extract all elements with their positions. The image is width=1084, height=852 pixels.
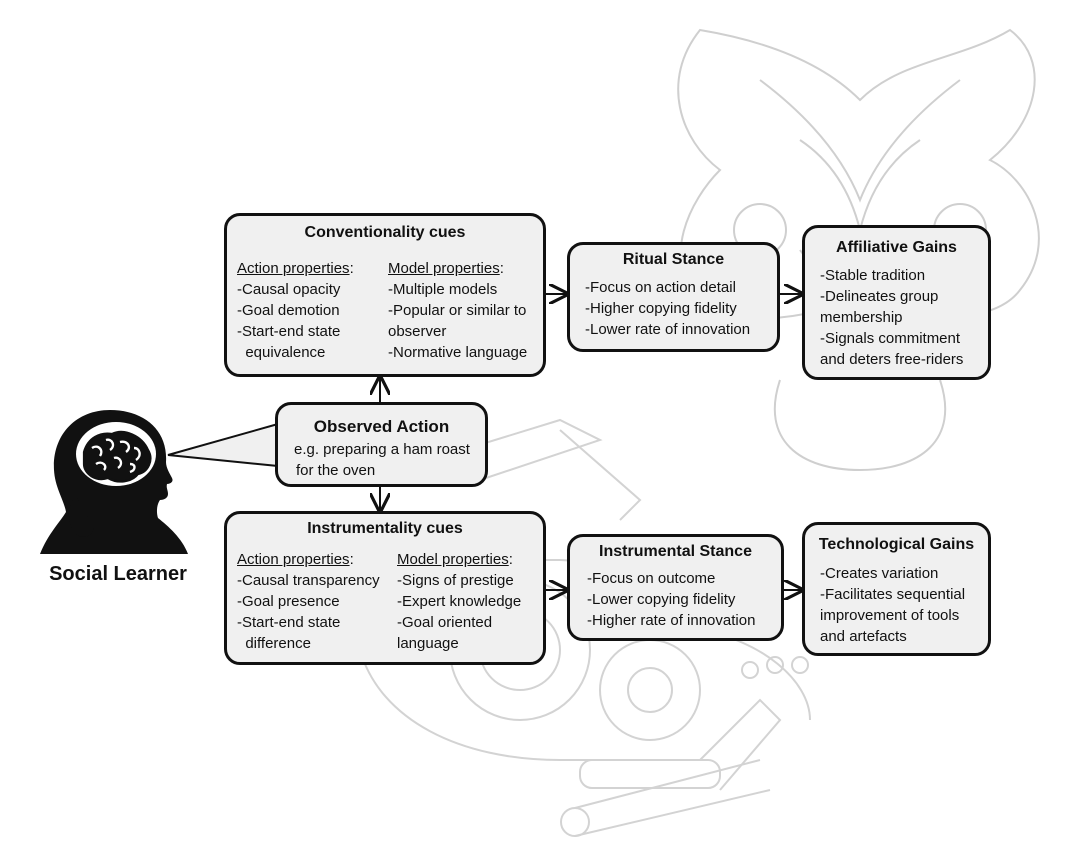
list-item: -Signs of prestige bbox=[397, 572, 514, 589]
observed-action-title: Observed Action bbox=[313, 417, 450, 436]
list-item: -Creates variation bbox=[820, 565, 939, 582]
list-item: -Normative language bbox=[388, 344, 528, 361]
list-item: and artefacts bbox=[820, 628, 907, 645]
technological-gains-box: Technological Gains -Creates variation -… bbox=[802, 522, 991, 656]
affiliative-gains-title: Affiliative Gains bbox=[836, 239, 957, 256]
list-item: -Start-end state bbox=[237, 614, 341, 631]
technological-gains-title: Technological Gains bbox=[818, 536, 975, 553]
action-properties-header: Action properties bbox=[237, 260, 350, 277]
conventionality-cues-box: Conventionality cues Action properties: … bbox=[224, 213, 546, 377]
conventionality-cues-title: Conventionality cues bbox=[304, 224, 466, 241]
observed-action-line: for the oven bbox=[296, 462, 376, 479]
list-item: -Causal opacity bbox=[237, 281, 341, 298]
list-item: -Lower rate of innovation bbox=[585, 321, 751, 338]
list-item: -Stable tradition bbox=[820, 267, 926, 284]
list-item: -Causal transparency bbox=[237, 572, 380, 589]
instrumentality-cues-box: Instrumentality cues Action properties: … bbox=[224, 511, 546, 665]
head-silhouette-icon bbox=[40, 410, 188, 554]
instrumentality-cues-title: Instrumentality cues bbox=[307, 520, 463, 537]
list-item: -Goal demotion bbox=[237, 302, 340, 319]
list-item: language bbox=[397, 635, 459, 652]
list-item: -Popular or similar to bbox=[388, 302, 527, 319]
list-item: -Higher copying fidelity bbox=[585, 300, 737, 317]
social-learner-label: Social Learner bbox=[49, 563, 187, 585]
list-item: -Expert knowledge bbox=[397, 593, 522, 610]
observed-action-box: Observed Action e.g. preparing a ham roa… bbox=[275, 402, 488, 487]
list-item: and deters free-riders bbox=[820, 351, 964, 368]
ritual-stance-box: Ritual Stance -Focus on action detail -H… bbox=[567, 242, 780, 352]
instrumental-stance-box: Instrumental Stance -Focus on outcome -L… bbox=[567, 534, 784, 641]
ritual-stance-title: Ritual Stance bbox=[622, 251, 725, 268]
list-item: -Multiple models bbox=[388, 281, 498, 298]
list-item: -Higher rate of innovation bbox=[587, 612, 756, 629]
list-item: difference bbox=[237, 635, 311, 652]
list-item: -Start-end state bbox=[237, 323, 341, 340]
list-item: -Delineates group bbox=[820, 288, 939, 305]
list-item: -Focus on outcome bbox=[587, 570, 716, 587]
instrumental-stance-title: Instrumental Stance bbox=[599, 543, 752, 560]
conventionality-action-column: Action properties: -Causal opacity -Goal… bbox=[237, 260, 354, 361]
list-item: -Signals commitment bbox=[820, 330, 961, 347]
list-item: -Goal oriented bbox=[397, 614, 493, 631]
list-item: -Facilitates sequential bbox=[820, 586, 966, 603]
list-item: -Focus on action detail bbox=[585, 279, 736, 296]
instrumentality-action-column: Action properties: -Causal transparency … bbox=[237, 551, 380, 652]
affiliative-gains-box: Affiliative Gains -Stable tradition -Del… bbox=[802, 225, 991, 380]
list-item: membership bbox=[820, 309, 903, 326]
observed-action-line: e.g. preparing a ham roast bbox=[294, 441, 470, 458]
list-item: observer bbox=[388, 323, 447, 340]
list-item: equivalence bbox=[237, 344, 326, 361]
conventionality-model-column: Model properties: -Multiple models -Popu… bbox=[388, 260, 528, 361]
action-properties-header: Action properties bbox=[237, 551, 350, 568]
brain-icon bbox=[82, 430, 152, 483]
model-properties-header: Model properties bbox=[397, 551, 509, 568]
list-item: -Goal presence bbox=[237, 593, 340, 610]
instrumentality-model-column: Model properties: -Signs of prestige -Ex… bbox=[397, 551, 522, 652]
list-item: improvement of tools bbox=[820, 607, 960, 624]
list-item: -Lower copying fidelity bbox=[587, 591, 736, 608]
model-properties-header: Model properties bbox=[388, 260, 500, 277]
